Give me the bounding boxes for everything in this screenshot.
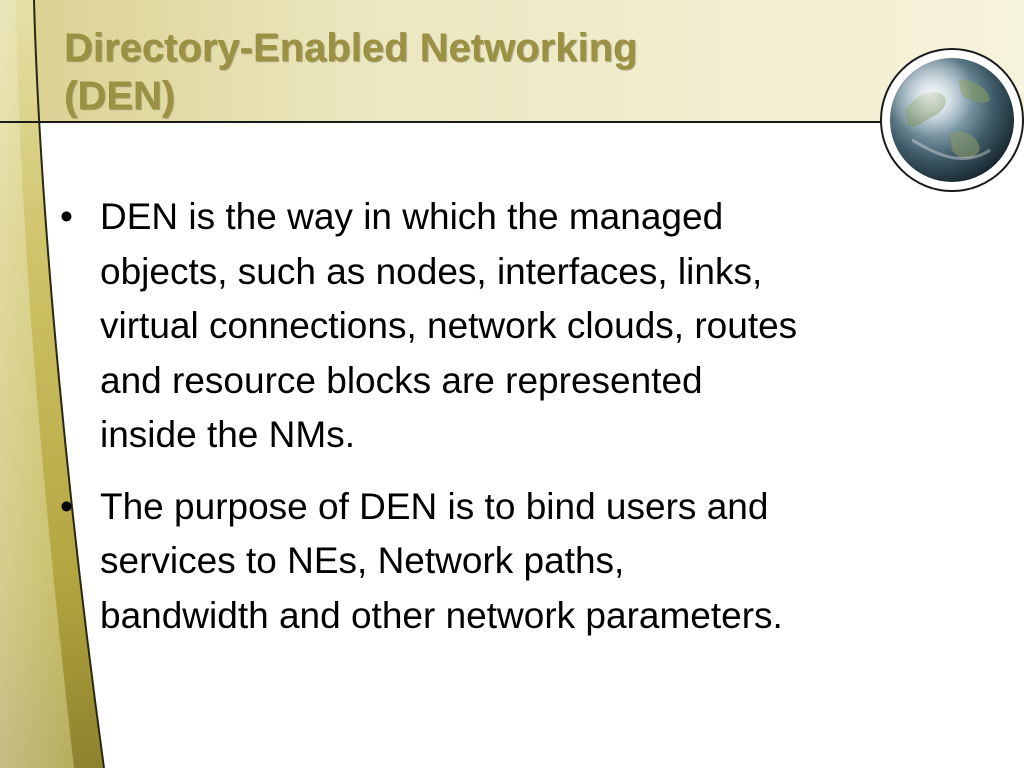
slide-title: Directory-Enabled Networking (DEN): [64, 24, 864, 120]
bullet-marker: •: [60, 485, 73, 527]
bullet-line: services to NEs, Network paths,: [100, 540, 625, 581]
title-line: (DEN): [64, 74, 176, 118]
bullet-text: DEN is the way in which the managed obje…: [100, 190, 978, 463]
bullet-line: DEN is the way in which the managed: [100, 196, 724, 237]
bullet-line: virtual connections, network clouds, rou…: [100, 305, 798, 346]
bullet-item: • DEN is the way in which the managed ob…: [58, 190, 978, 463]
bullet-line: The purpose of DEN is to bind users and: [100, 485, 769, 527]
bullet-line: bandwidth and other network parameters.: [100, 594, 783, 636]
bullet-item: • The purpose of DEN is to bind users an…: [58, 480, 978, 644]
globe-icon: [880, 48, 1024, 192]
bullet-marker: •: [60, 196, 73, 237]
left-band-inner: [0, 0, 74, 768]
title-line: Directory-Enabled Networking: [64, 26, 638, 70]
bullet-line: and resource blocks are represented: [100, 359, 703, 401]
bullet-line: objects, such as nodes, interfaces, link…: [100, 250, 763, 292]
header-band: [0, 0, 1024, 122]
bullet-list: • DEN is the way in which the managed ob…: [58, 190, 978, 660]
bullet-text: The purpose of DEN is to bind users and …: [100, 480, 978, 644]
left-band-edge: [33, 0, 105, 768]
bullet-line: inside the NMs.: [100, 414, 355, 455]
